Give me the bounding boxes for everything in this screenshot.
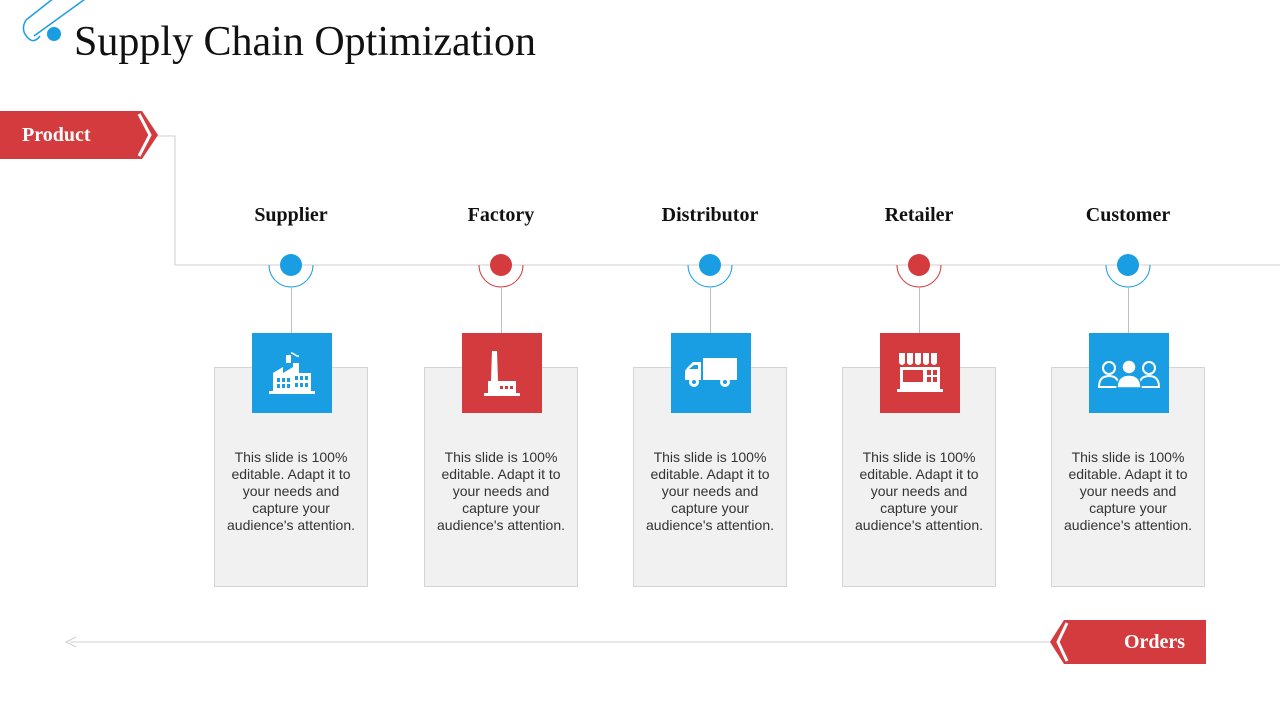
delivery-truck-icon: [685, 358, 737, 387]
step-description: This slide is 100% editable. Adapt it to…: [1064, 449, 1192, 533]
orders-label: Orders: [1124, 630, 1186, 653]
factory-building-icon: [269, 352, 315, 394]
storefront-icon: [897, 353, 943, 392]
step-supplier: Supplier This slide is 100% editable. Ad…: [214, 200, 368, 590]
step-description: This slide is 100% editable. Adapt it to…: [437, 449, 565, 533]
step-title: Retailer: [884, 204, 954, 226]
icon-box: [1089, 333, 1169, 413]
step-distributor: Distributor This slide is 100% editable.…: [633, 200, 787, 590]
icon-box: [671, 333, 751, 413]
factory-chimney-icon: [484, 351, 520, 396]
product-flow-line: [155, 135, 1280, 266]
step-title: Distributor: [661, 204, 759, 226]
product-label: Product: [22, 123, 91, 146]
people-group-icon: [1098, 359, 1160, 388]
icon-box: [462, 333, 542, 413]
node-marker: [478, 254, 524, 288]
orders-tag: Orders: [1050, 620, 1206, 664]
step-title: Supplier: [254, 204, 328, 226]
step-retailer: Retailer This slide is 100% edita: [842, 200, 996, 590]
product-tag: Product: [0, 111, 158, 159]
step-description: This slide is 100% editable. Adapt it to…: [855, 449, 983, 533]
node-marker: [268, 254, 314, 288]
step-title: Customer: [1085, 204, 1171, 226]
node-connector: [710, 288, 711, 333]
step-description: This slide is 100% editable. Adapt it to…: [646, 449, 774, 533]
node-connector: [919, 288, 920, 333]
node-connector: [501, 288, 502, 333]
orders-arrow-head: [64, 636, 77, 648]
node-connector: [1128, 288, 1129, 333]
step-description: This slide is 100% editable. Adapt it to…: [227, 449, 355, 533]
step-factory: Factory This slide is 100% editable. Ada…: [424, 200, 578, 590]
step-title: Factory: [467, 204, 535, 226]
page-title: Supply Chain Optimization: [74, 19, 536, 65]
node-marker: [687, 254, 733, 288]
node-marker: [896, 254, 942, 288]
icon-box: [880, 333, 960, 413]
node-marker: [1105, 254, 1151, 288]
icon-box: [252, 333, 332, 413]
step-customer: Customer This slide is 100% editable. Ad…: [1051, 200, 1205, 590]
node-connector: [291, 288, 292, 333]
logo-icon: [22, 0, 85, 42]
